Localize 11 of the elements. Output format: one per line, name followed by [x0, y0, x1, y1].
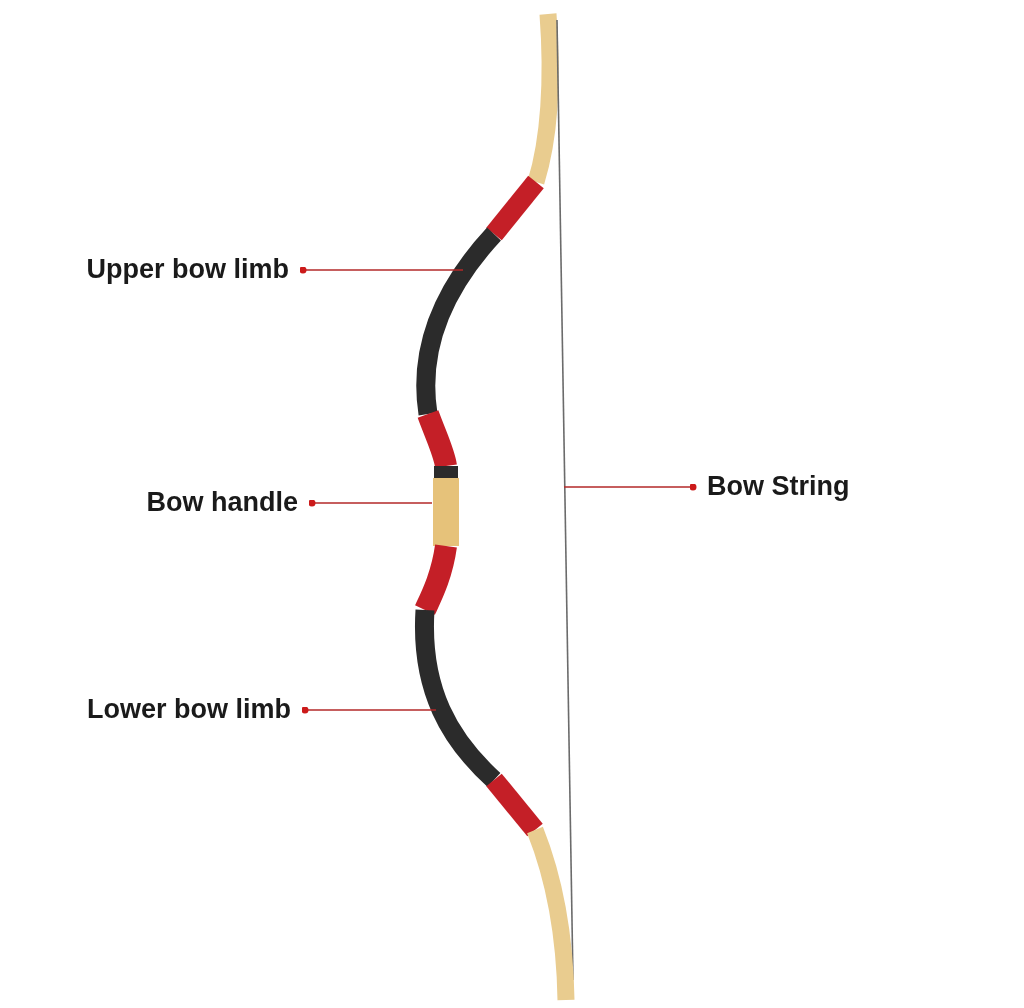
lower-limb-drawing: [415, 609, 575, 1001]
leader-line: [301, 706, 437, 714]
leader-line: [308, 499, 433, 507]
handle-drawing: [415, 410, 459, 615]
part-label: Bow String: [707, 470, 850, 504]
upper-limb-drawing: [416, 13, 559, 416]
part-label: Lower bow limb: [87, 693, 291, 727]
leader-line: [563, 483, 697, 491]
part-label: Bow handle: [146, 486, 298, 520]
part-label: Upper bow limb: [86, 253, 289, 287]
leader-line: [299, 266, 464, 274]
